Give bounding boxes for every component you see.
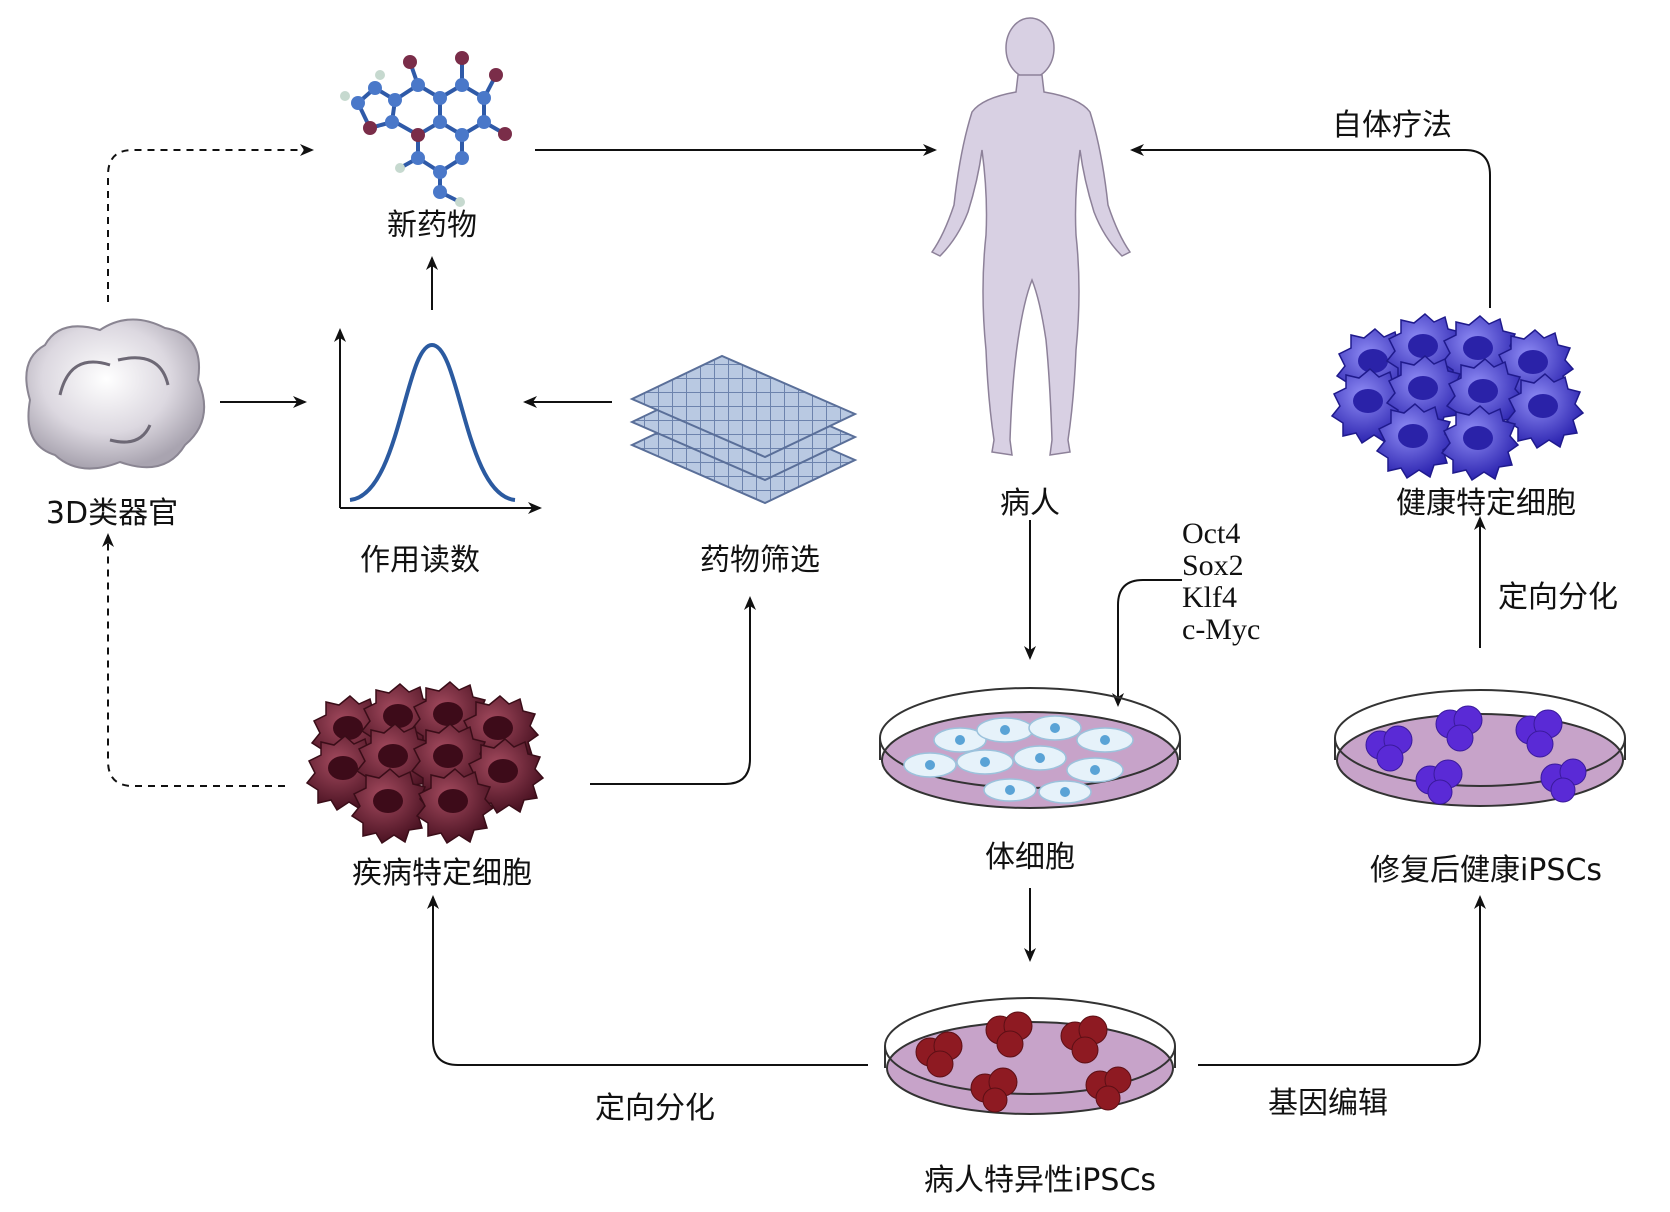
arrow-disease-to-screening [590,596,756,785]
label-disease-specific-cells: 疾病特定细胞 [352,856,532,891]
readout-plot [334,328,542,514]
label-somatic-cells: 体细胞 [985,840,1075,875]
label-3d-organoid: 3D类器官 [45,496,179,531]
label-directed-differentiation-right: 定向分化 [1498,580,1618,615]
arrow-factors-to-dish [1112,579,1182,707]
patient-ipsc-dish [884,997,1176,1115]
somatic-cell-dish [879,687,1181,809]
label-healthy-specific-cells: 健康特定细胞 [1396,486,1576,521]
healthy-cells-icon [1331,313,1584,481]
label-new-drug: 新药物 [387,208,477,243]
molecule-atoms [340,51,512,207]
disease-cells-icon [306,681,544,844]
label-patient-specific-ipscs: 病人特异性iPSCs [923,1163,1157,1198]
label-patient: 病人 [1000,486,1060,521]
repaired-ipsc-dish [1334,689,1626,807]
arrow-disease-dashed-to-organoid [102,533,285,787]
human-body-icon [930,17,1132,456]
arrow-healthy-to-patient [1130,144,1491,308]
arrow-organoid-dashed-to-drug [107,144,314,302]
arrow-ipscs-to-repaired [1198,895,1486,1066]
label-gene-editing: 基因编辑 [1268,1086,1388,1121]
arrow-ipscs-to-disease [427,895,868,1066]
label-drug-screening: 药物筛选 [700,543,820,578]
bell-curve [349,342,516,502]
label-autologous-therapy: 自体疗法 [1332,108,1452,143]
factor-oct4: Oct4 [1182,517,1241,550]
label-readout: 作用读数 [360,543,480,578]
factor-c-myc: c-Myc [1182,613,1261,646]
arrows [102,144,1491,1066]
screening-plates-icon [629,354,858,505]
factor-klf4: Klf4 [1182,581,1237,614]
label-repaired-healthy-ipscs: 修复后健康iPSCs [1369,853,1603,888]
factor-sox2: Sox2 [1182,549,1244,582]
organoid-icon [25,318,206,470]
label-directed-differentiation-bottom: 定向分化 [595,1091,715,1126]
